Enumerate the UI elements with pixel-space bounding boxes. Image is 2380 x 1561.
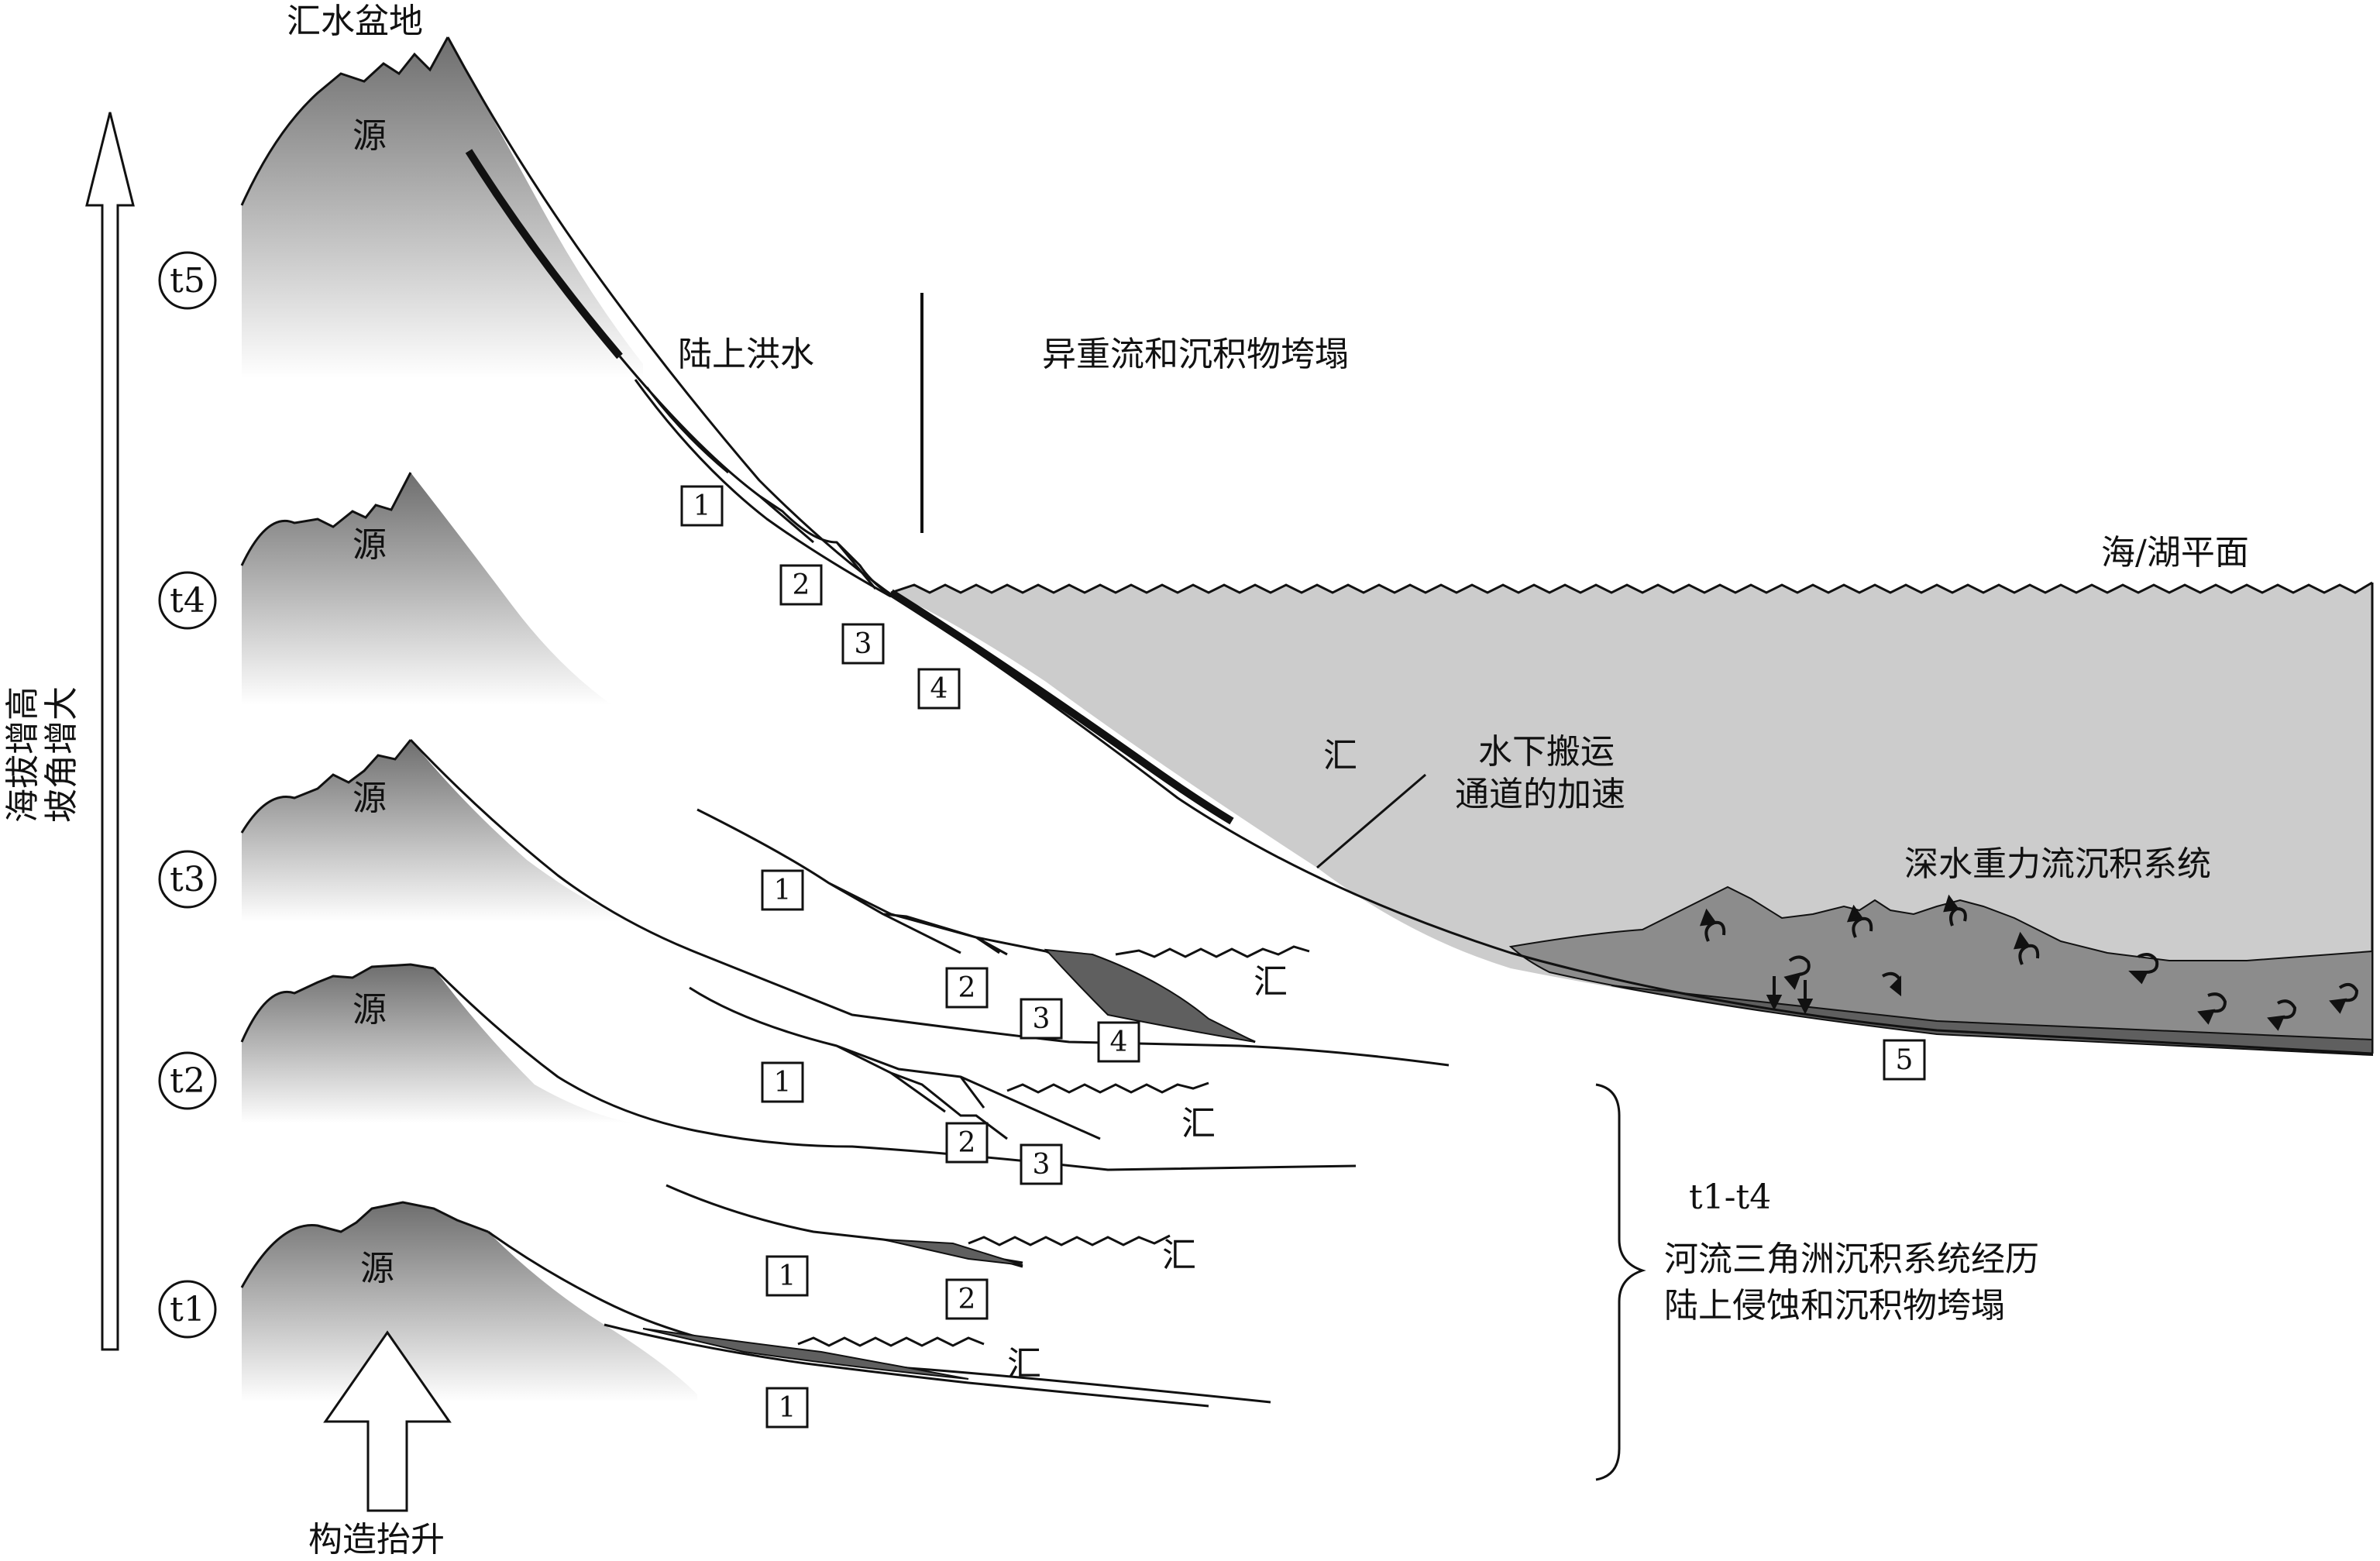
box-t5-2: 2 (793, 569, 810, 601)
box-t5-3: 3 (855, 628, 872, 660)
mountain-t1-outline (240, 1201, 489, 1288)
sink-label-t3: 汇 (1181, 1104, 1216, 1143)
channel-label-line1: 水下搬运 (1478, 732, 1615, 772)
slope-t5-thick-upper (465, 149, 623, 359)
channel-label-line2: 通道的加速 (1455, 775, 1625, 814)
mountain-t3 (242, 740, 635, 922)
slope-bottom (604, 1323, 1209, 1408)
sink-label-t2: 汇 (1162, 1236, 1196, 1275)
box-t3-1: 1 (774, 1067, 792, 1099)
box-t1-1: 1 (779, 1392, 796, 1424)
time-label-t1: t1 (170, 1290, 205, 1329)
source-label-t4: 源 (353, 525, 387, 565)
time-label-t5: t5 (170, 261, 205, 301)
box-t5-5: 5 (1896, 1044, 1914, 1076)
mountain-t4-outline (240, 472, 412, 566)
box-t3-3: 3 (1033, 1149, 1051, 1181)
mountain-t3-outline (240, 739, 412, 834)
slope-t3-deposits (696, 808, 1256, 1044)
box-t4-2: 2 (958, 972, 976, 1004)
mountain-t2-outline (240, 963, 435, 1043)
source-label-t1: 源 (360, 1249, 394, 1288)
t1-t4-brace (1595, 1083, 1646, 1481)
mountain-t5 (242, 37, 643, 378)
time-label-t2: t2 (170, 1061, 205, 1101)
source-label-t5: 源 (353, 116, 387, 156)
sea-level-line (890, 581, 2373, 594)
slope-t2 (432, 967, 1357, 1171)
box-t4-4: 4 (1110, 1026, 1128, 1058)
deepwater-base-layer (1611, 985, 2373, 1057)
time-markers: t5 t4 t3 t2 t1 (158, 251, 217, 1339)
turbulence-arrows (1699, 894, 2359, 1031)
mountain-t4 (242, 473, 612, 705)
range-label: t1-t4 (1689, 1178, 1771, 1217)
sink-label-t1: 汇 (1007, 1344, 1041, 1384)
uplift-label: 构造抬升 (308, 1520, 445, 1559)
time-label-t3: t3 (170, 860, 205, 899)
source-label-t3: 源 (353, 779, 387, 818)
slope-t2-shore (1006, 1081, 1209, 1094)
uplift-arrow (323, 1330, 452, 1512)
box-t4-1: 1 (774, 875, 792, 906)
slope-t2-deposits (689, 986, 1101, 1140)
summary-line2: 陆上侵蚀和沉积物垮塌 (1664, 1286, 2005, 1325)
box-t2-2: 2 (958, 1284, 976, 1315)
box-t4-3: 3 (1033, 1003, 1051, 1035)
box-t5-4: 4 (930, 673, 948, 705)
slope-t5-thick-lower (889, 589, 1234, 825)
elevation-arrow (85, 112, 135, 1351)
source-label-t2: 源 (353, 990, 387, 1030)
deepwater-system-label: 深水重力流沉积系统 (1904, 844, 2211, 884)
slope-t5-wedges (618, 356, 907, 606)
slope-t3 (409, 738, 1450, 1067)
channel-leader-line (1316, 773, 1426, 869)
y-axis-label-line1: 海拔增高 (3, 686, 43, 823)
slope-bottom-dark-deposit (642, 1328, 969, 1380)
y-axis-label-line2: 坡角增大 (42, 686, 81, 823)
onshore-flood-label: 陆上洪水 (678, 335, 814, 374)
sink-label-t5: 汇 (1323, 736, 1357, 775)
basin-title: 汇水盆地 (287, 2, 423, 41)
mountain-t1 (242, 1202, 697, 1402)
slope-t5-thin (634, 379, 892, 598)
sea-level-label: 海/湖平面 (2101, 533, 2249, 572)
box-t2-1: 1 (779, 1260, 796, 1292)
slope-t3-dark-deposit (1044, 948, 1256, 1043)
summary-line1: 河流三角洲沉积系统经历 (1664, 1240, 2039, 1279)
box-t5-1: 1 (693, 490, 711, 522)
box-t3-2: 2 (958, 1127, 976, 1159)
slope-t1-dark-deposit (882, 1239, 1023, 1266)
hyperpycnal-collapse-label: 异重流和沉积物垮塌 (1042, 335, 1349, 374)
slope-bottom-shore (797, 1336, 985, 1347)
time-label-t4: t4 (170, 581, 205, 621)
deepwater-deposit (1508, 885, 2373, 1055)
slope-t3-shore (1115, 945, 1310, 958)
numbered-boxes: 1 2 3 4 5 1 2 3 4 1 2 3 1 2 1 (680, 485, 1926, 1429)
slope-t1-shore (968, 1234, 1171, 1246)
mountain-t2 (242, 964, 635, 1123)
mountain-t5-outline (240, 36, 449, 206)
sink-label-t4: 汇 (1254, 962, 1288, 1002)
